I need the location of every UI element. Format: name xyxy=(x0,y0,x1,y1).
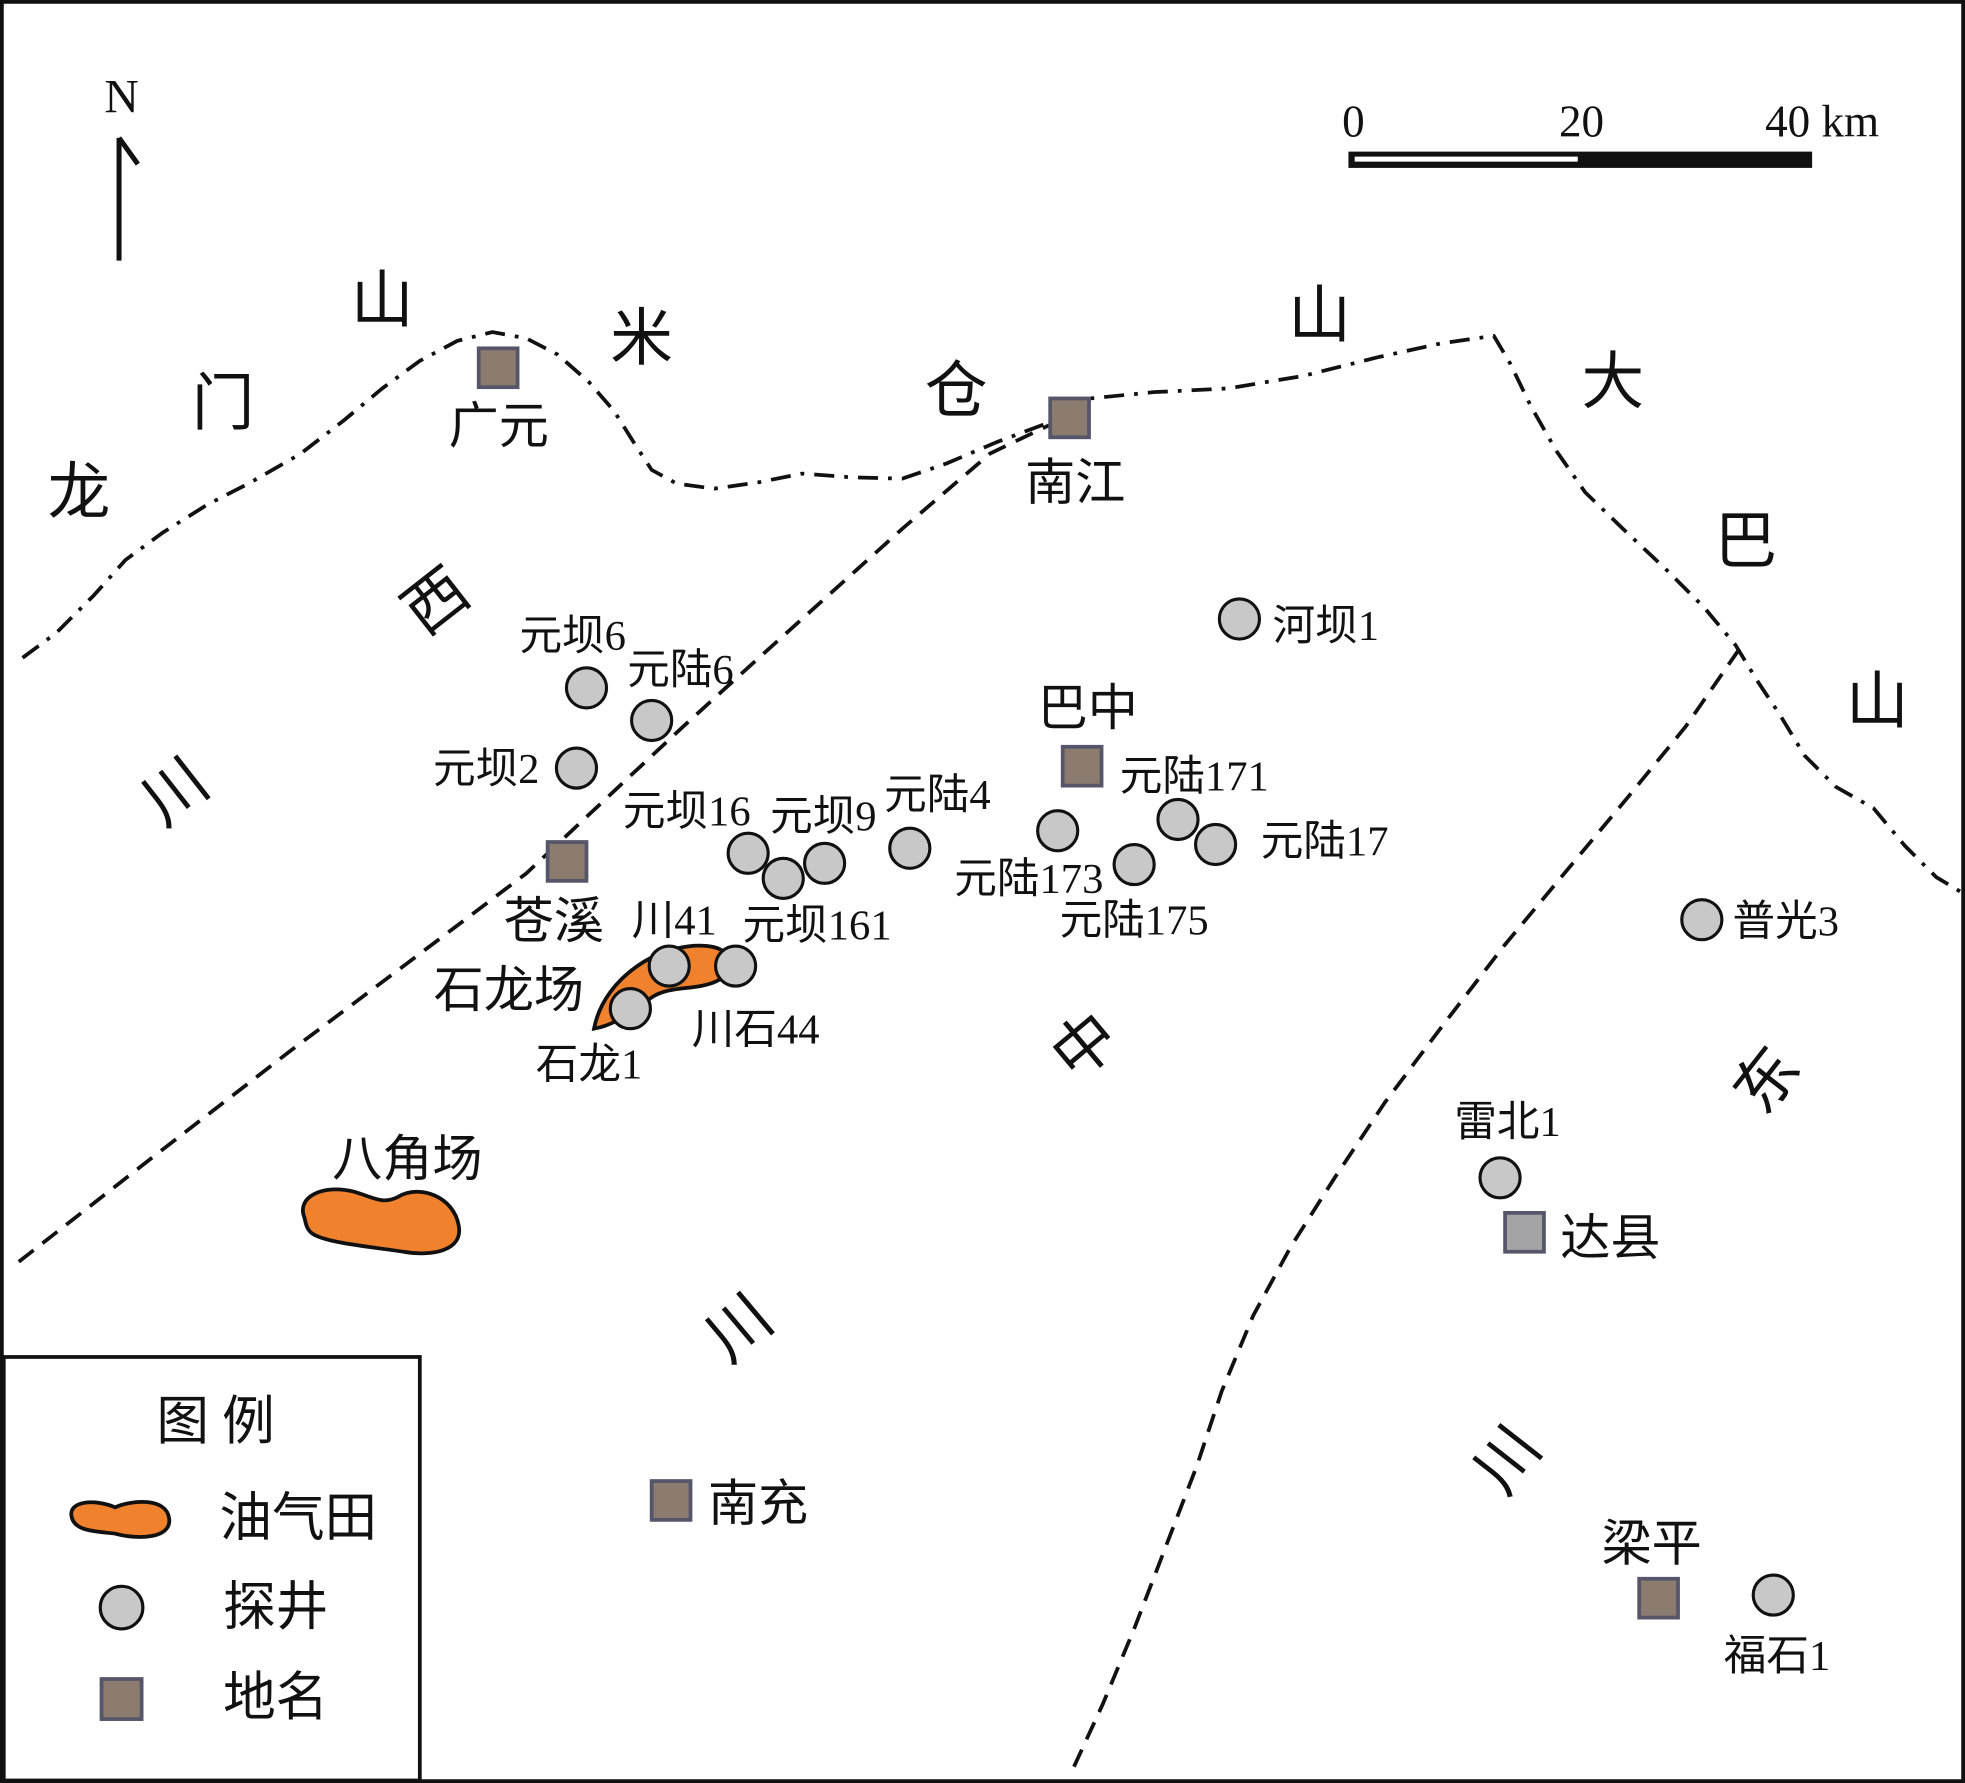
place-marker xyxy=(1048,396,1091,440)
well-label: 元陆173 xyxy=(954,856,1103,903)
scale-bar-white-segment xyxy=(1354,156,1578,162)
well-label: 元坝2 xyxy=(433,746,539,793)
well-marker xyxy=(564,666,609,710)
mountain-label-char: 山 xyxy=(1846,667,1909,737)
legend-title: 图 例 xyxy=(156,1393,274,1451)
well-marker xyxy=(1478,1156,1522,1200)
well-marker xyxy=(761,856,805,900)
well-label: 普光3 xyxy=(1733,899,1839,946)
well-marker xyxy=(1036,809,1080,853)
well-markers xyxy=(554,597,1795,1617)
well-marker xyxy=(554,746,599,790)
place-marker xyxy=(1637,1576,1680,1620)
legend-item-label: 地名 xyxy=(223,1669,328,1727)
place-marker xyxy=(649,1479,693,1522)
legend-item-label: 探井 xyxy=(223,1579,328,1637)
legend-item-label: 油气田 xyxy=(219,1490,377,1548)
well-marker xyxy=(1193,822,1238,867)
place-marker xyxy=(1503,1211,1546,1254)
place-label: 苍溪 xyxy=(504,893,604,949)
mountain-label-char: 山 xyxy=(1288,281,1351,351)
well-labels: 河坝1 元坝6 元陆6 元坝2 元坝16 元坝9 元陆4 元陆171 元陆173… xyxy=(433,603,1839,1680)
west-central-division-line xyxy=(17,421,1054,1264)
well-marker xyxy=(1751,1573,1795,1617)
scale-bar-label: 20 xyxy=(1559,97,1604,147)
mountain-label-char: 门 xyxy=(192,368,255,438)
well-label: 元陆6 xyxy=(627,647,733,694)
well-label: 雷北1 xyxy=(1454,1099,1560,1146)
well-marker xyxy=(1680,898,1724,942)
well-marker xyxy=(802,841,847,885)
place-label: 南江 xyxy=(1025,454,1125,510)
mountain-boundary-line xyxy=(21,330,1963,894)
well-marker xyxy=(647,944,691,988)
well-marker xyxy=(714,944,758,988)
well-label: 元坝16 xyxy=(623,788,751,835)
well-label: 川石44 xyxy=(692,1006,820,1053)
well-marker xyxy=(608,987,652,1031)
north-label: N xyxy=(104,72,138,124)
well-marker xyxy=(630,698,674,743)
scale-bar-body xyxy=(1348,151,1813,168)
legend-box xyxy=(1,1355,422,1783)
field-label: 石龙场 xyxy=(434,962,584,1018)
legend: 图 例 油气田 探井 地名 xyxy=(1,1355,422,1783)
well-label: 元坝161 xyxy=(743,902,892,949)
north-arrow-head xyxy=(117,136,140,166)
well-label: 川41 xyxy=(632,897,717,944)
scale-bar-label: 0 xyxy=(1342,97,1365,147)
mountain-labels: 龙 门 山 米 仓 山 大 巴 山 xyxy=(48,266,1909,737)
well-label: 元坝9 xyxy=(770,793,876,840)
well-label: 元陆17 xyxy=(1261,819,1389,866)
mountain-label-char: 山 xyxy=(351,266,414,336)
scale-bar-label: 40 km xyxy=(1765,97,1879,147)
place-label: 达县 xyxy=(1560,1210,1660,1266)
well-marker xyxy=(1156,797,1200,842)
well-label: 石龙1 xyxy=(536,1042,642,1089)
mountain-label-char: 米 xyxy=(610,303,673,373)
well-label: 元陆171 xyxy=(1120,753,1269,800)
well-label: 元陆4 xyxy=(884,772,990,819)
mountain-label-char: 仓 xyxy=(925,356,988,426)
well-label: 元坝6 xyxy=(519,613,625,660)
place-markers xyxy=(476,346,1680,1620)
place-marker xyxy=(545,840,589,883)
well-label: 福石1 xyxy=(1724,1633,1830,1680)
well-marker xyxy=(726,831,770,875)
oil-gas-field-shape xyxy=(301,1187,461,1256)
mountain-label-char: 大 xyxy=(1582,347,1645,417)
mountain-label-char: 巴 xyxy=(1714,506,1777,576)
mountain-label-char: 龙 xyxy=(48,457,111,527)
place-label: 南充 xyxy=(708,1476,808,1532)
place-marker xyxy=(1060,744,1104,788)
well-label: 河坝1 xyxy=(1273,603,1379,650)
place-label: 巴中 xyxy=(1038,680,1138,736)
place-marker xyxy=(476,346,520,390)
central-east-division-line xyxy=(1072,644,1744,1768)
north-arrow: N xyxy=(104,72,140,261)
exploration-well-icon xyxy=(98,1584,145,1631)
place-label: 广元 xyxy=(449,398,549,454)
well-marker xyxy=(888,826,932,870)
well-label: 元陆175 xyxy=(1060,897,1209,944)
well-marker xyxy=(1217,597,1262,641)
place-name-icon xyxy=(99,1677,144,1721)
field-label: 八角场 xyxy=(332,1131,482,1187)
place-label: 梁平 xyxy=(1602,1516,1702,1572)
scale-bar: 0 20 40 km xyxy=(1342,97,1879,168)
well-marker xyxy=(1112,842,1156,887)
place-labels: 广元 南江 巴中 苍溪 南充 达县 梁平 xyxy=(449,398,1702,1572)
oil-gas-field-icon xyxy=(69,1500,172,1539)
